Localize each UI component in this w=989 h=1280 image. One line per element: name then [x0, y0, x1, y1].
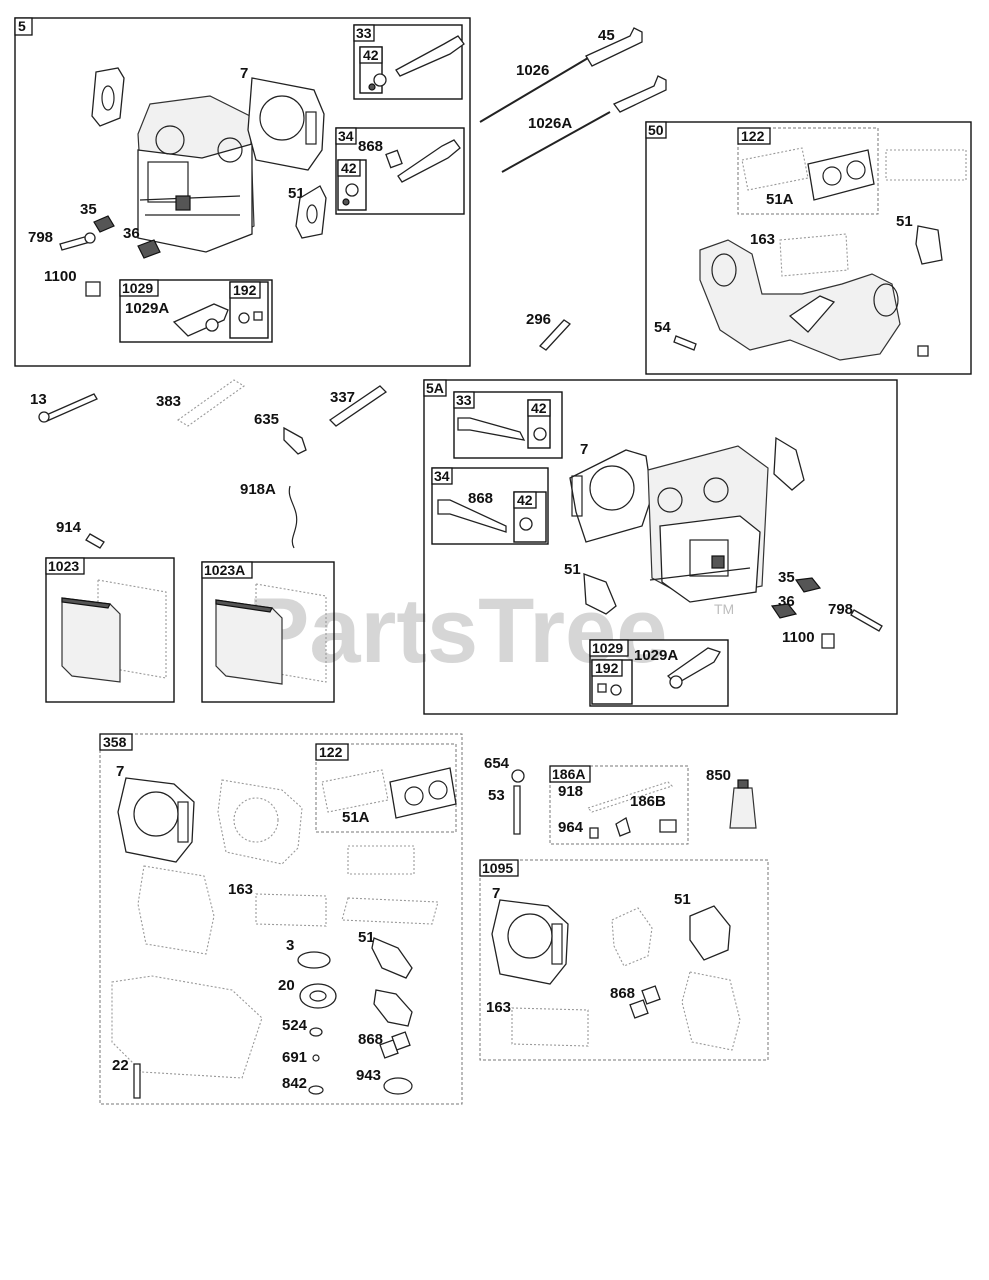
pushrods-group: 45 1026 1026A 296 [479, 27, 667, 351]
watermark-tm: TM [714, 601, 734, 617]
label-51A[interactable]: 51A [342, 809, 370, 826]
label-186B[interactable]: 186B [630, 793, 666, 810]
label-868[interactable]: 868 [610, 985, 635, 1002]
breather-group: 654 53 186A 918 186B 964 850 [484, 755, 757, 845]
misc-parts: 13 383 337 635 918A 914 [30, 379, 388, 549]
label-35[interactable]: 35 [80, 201, 97, 218]
label-3[interactable]: 3 [286, 937, 294, 954]
label-51[interactable]: 51 [896, 213, 913, 230]
label-13[interactable]: 13 [30, 391, 47, 408]
label-296[interactable]: 296 [526, 311, 551, 328]
label-918A[interactable]: 918A [240, 481, 276, 498]
label-850[interactable]: 850 [706, 767, 731, 784]
label-918[interactable]: 918 [558, 783, 583, 800]
label-1100[interactable]: 1100 [782, 629, 815, 646]
label-42[interactable]: 42 [517, 492, 533, 508]
label-20[interactable]: 20 [278, 977, 295, 994]
label-35[interactable]: 35 [778, 569, 795, 586]
label-51A[interactable]: 51A [766, 191, 794, 208]
label-691[interactable]: 691 [282, 1049, 307, 1066]
label-42[interactable]: 42 [341, 160, 357, 176]
label-7[interactable]: 7 [116, 763, 124, 780]
label-798[interactable]: 798 [28, 229, 53, 246]
cylinder-head-part[interactable] [137, 95, 255, 253]
assembly-5: 5 7 33 42 34 868 [14, 17, 471, 367]
label-383[interactable]: 383 [156, 393, 181, 410]
label-1029[interactable]: 1029 [592, 640, 623, 656]
label-1029A[interactable]: 1029A [634, 647, 678, 664]
label-36[interactable]: 36 [123, 225, 140, 242]
label-122[interactable]: 122 [741, 128, 765, 144]
label-5A[interactable]: 5A [426, 380, 444, 396]
label-358[interactable]: 358 [103, 734, 127, 750]
label-842[interactable]: 842 [282, 1075, 307, 1092]
label-1023A[interactable]: 1023A [204, 562, 245, 578]
label-337[interactable]: 337 [330, 389, 355, 406]
valve-cover-1023A: 1023A [201, 561, 335, 703]
label-1026A[interactable]: 1026A [528, 115, 572, 132]
label-42[interactable]: 42 [531, 400, 547, 416]
label-45[interactable]: 45 [598, 27, 615, 44]
label-7[interactable]: 7 [492, 885, 500, 902]
label-1100[interactable]: 1100 [44, 268, 77, 285]
gasket-set-358: 358 7 122 51A 163 3 51 20 524 868 691 [99, 733, 463, 1105]
label-192[interactable]: 192 [595, 660, 619, 676]
label-51[interactable]: 51 [358, 929, 375, 946]
label-33[interactable]: 33 [456, 392, 472, 408]
label-868[interactable]: 868 [468, 490, 493, 507]
label-42[interactable]: 42 [363, 47, 379, 63]
label-163[interactable]: 163 [486, 999, 511, 1016]
label-186A[interactable]: 186A [552, 766, 585, 782]
label-1029A[interactable]: 1029A [125, 300, 169, 317]
label-163[interactable]: 163 [750, 231, 775, 248]
label-1029[interactable]: 1029 [122, 280, 153, 296]
label-635[interactable]: 635 [254, 411, 279, 428]
label-1095[interactable]: 1095 [482, 860, 513, 876]
label-524[interactable]: 524 [282, 1017, 308, 1034]
assembly-50: 50 122 51A 163 51 54 [645, 121, 972, 375]
label-914[interactable]: 914 [56, 519, 82, 536]
label-22[interactable]: 22 [112, 1057, 129, 1074]
label-868[interactable]: 868 [358, 138, 383, 155]
label-5[interactable]: 5 [18, 18, 26, 34]
label-33[interactable]: 33 [356, 25, 372, 41]
label-1026[interactable]: 1026 [516, 62, 549, 79]
label-943[interactable]: 943 [356, 1067, 381, 1084]
label-50[interactable]: 50 [648, 122, 664, 138]
label-654[interactable]: 654 [484, 755, 510, 772]
gasket-set-1095: 1095 7 51 163 868 [479, 859, 769, 1061]
label-798[interactable]: 798 [828, 601, 853, 618]
label-868[interactable]: 868 [358, 1031, 383, 1048]
label-54[interactable]: 54 [654, 319, 671, 336]
label-122[interactable]: 122 [319, 744, 343, 760]
valve-cover-1023: 1023 [45, 557, 175, 703]
label-53[interactable]: 53 [488, 787, 505, 804]
assembly-5A: 5A 33 42 7 34 868 42 [423, 379, 898, 715]
cylinder-head-part[interactable] [647, 445, 769, 603]
label-964[interactable]: 964 [558, 819, 584, 836]
label-7[interactable]: 7 [240, 65, 248, 82]
label-34[interactable]: 34 [434, 468, 450, 484]
label-1023[interactable]: 1023 [48, 558, 79, 574]
label-7[interactable]: 7 [580, 441, 588, 458]
label-163[interactable]: 163 [228, 881, 253, 898]
label-51[interactable]: 51 [674, 891, 691, 908]
label-51[interactable]: 51 [564, 561, 581, 578]
label-192[interactable]: 192 [233, 282, 257, 298]
label-34[interactable]: 34 [338, 128, 354, 144]
